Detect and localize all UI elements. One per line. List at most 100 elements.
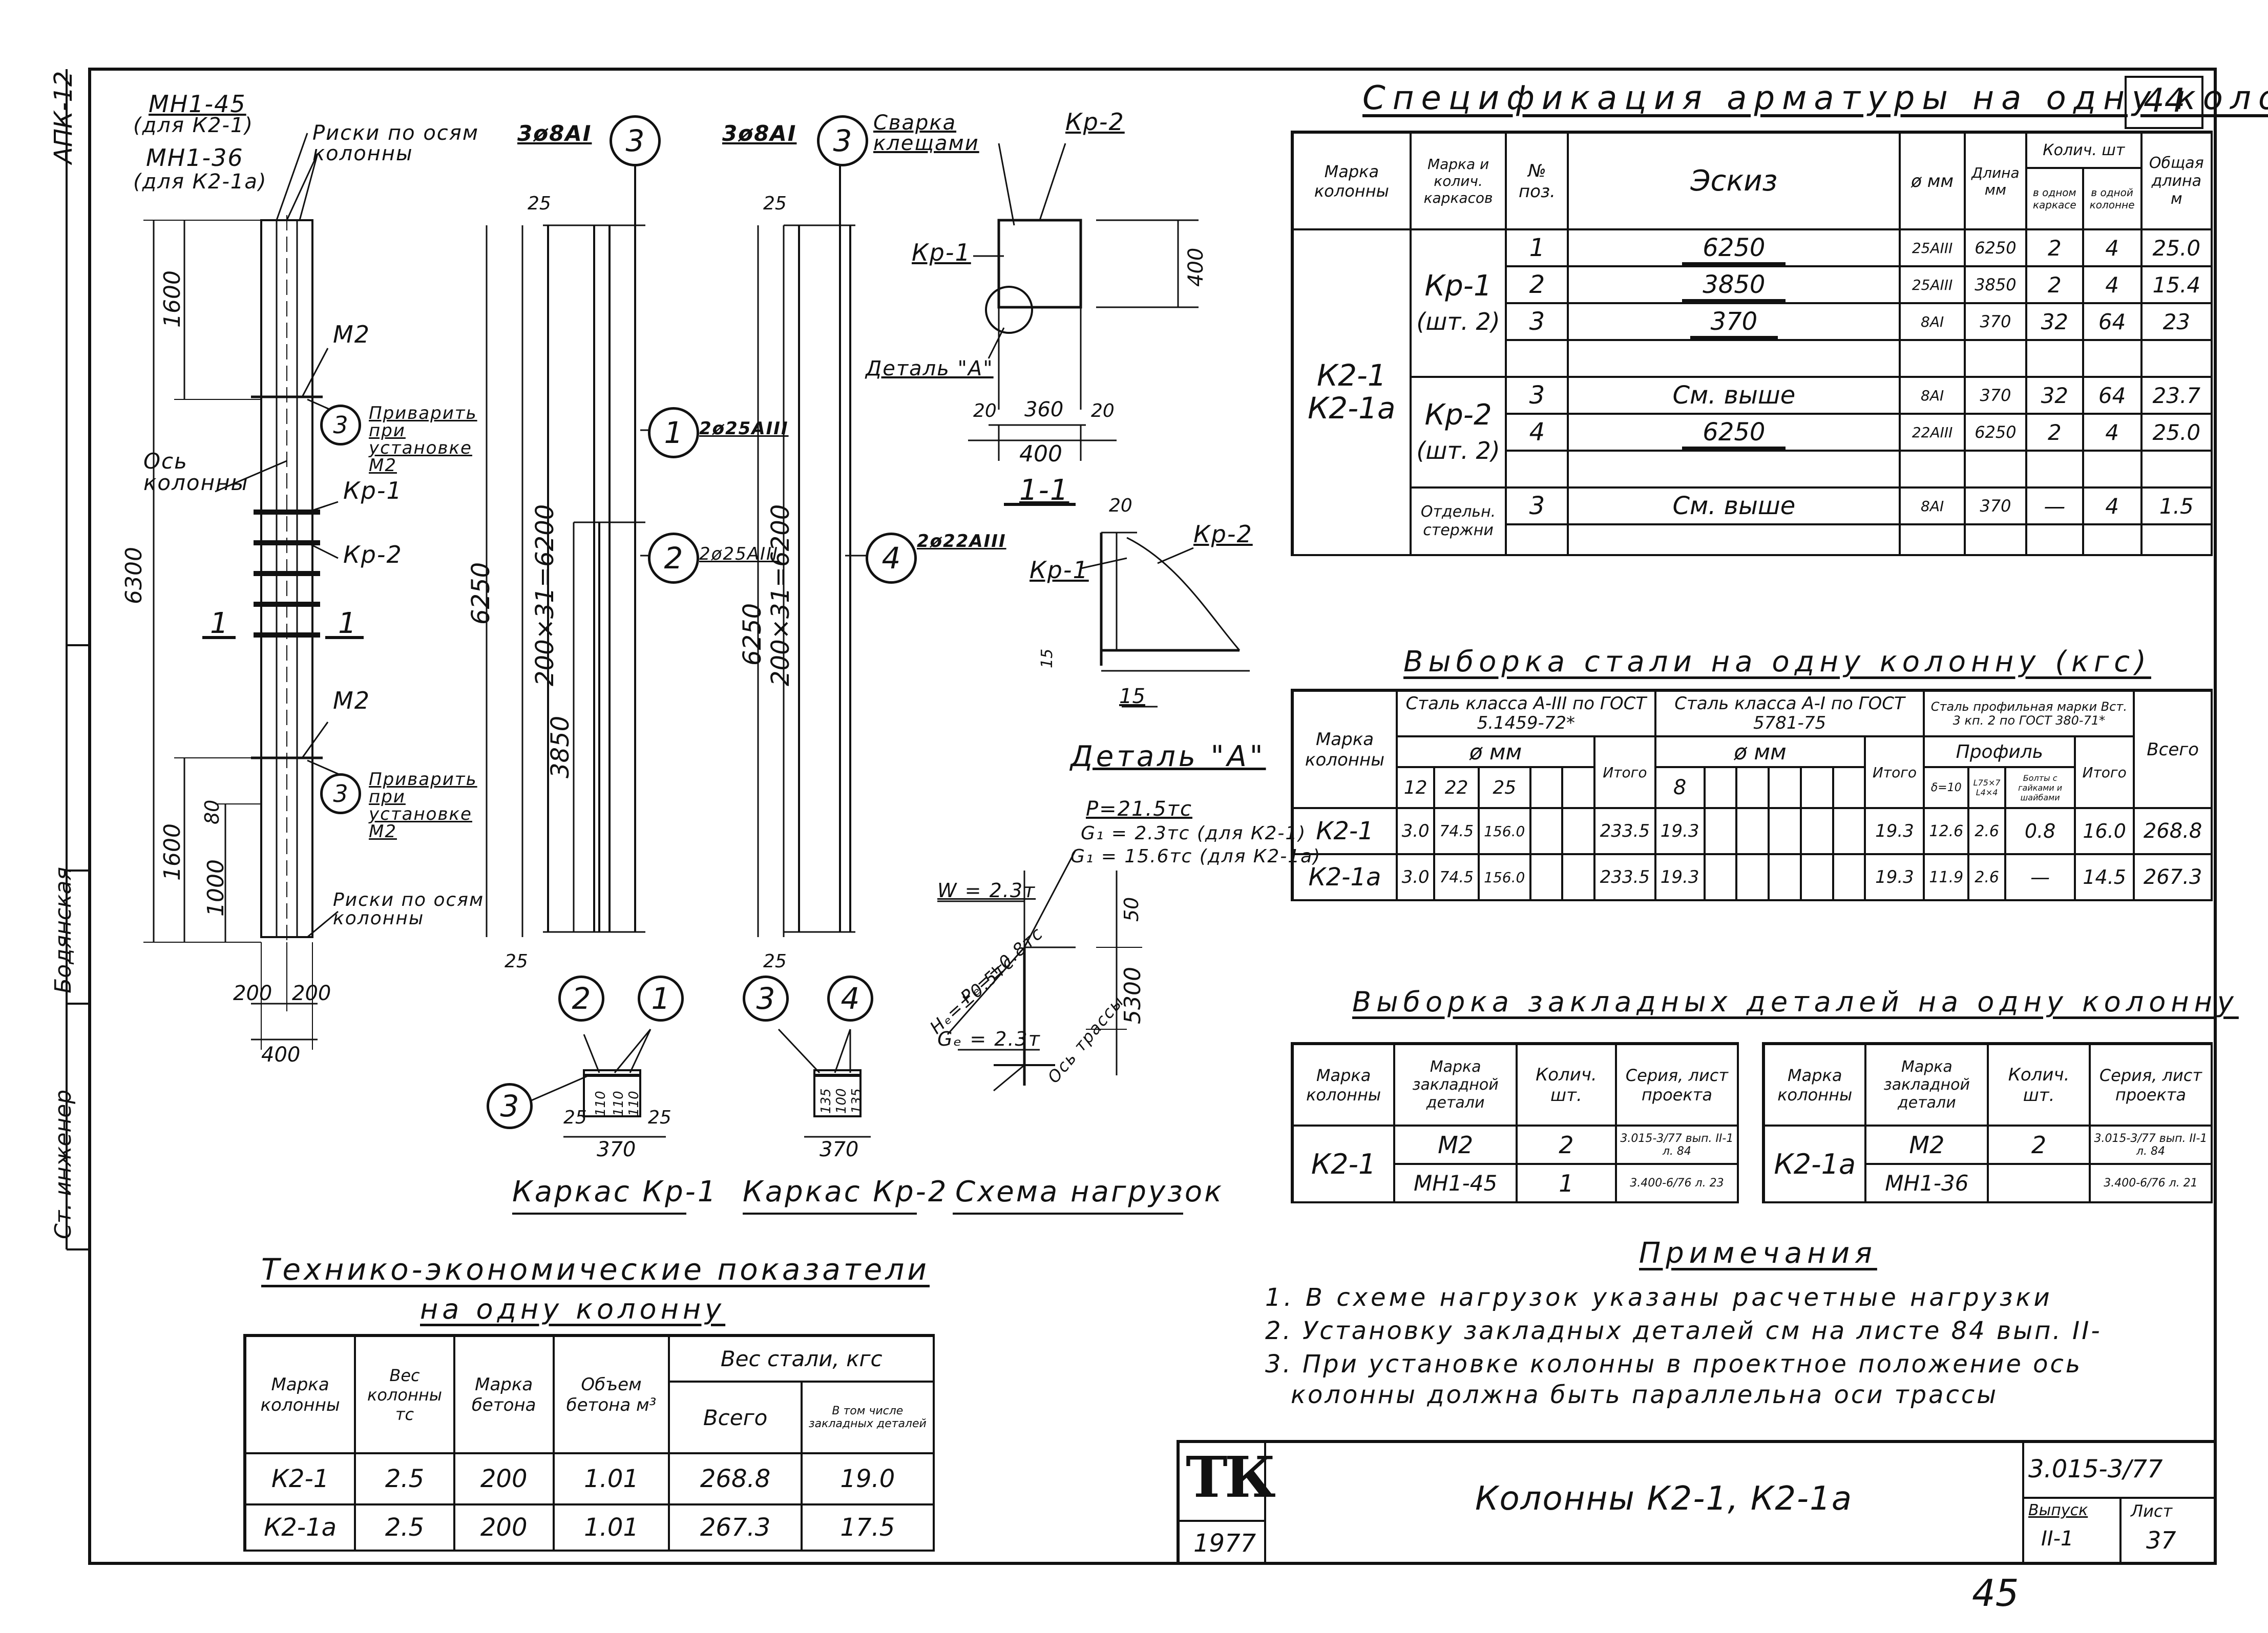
label-axis: Ось колонны <box>143 449 249 495</box>
load-ge: Gₑ = 2.3т <box>937 1028 1041 1050</box>
spec-table: Марка колонны Марка и колич. каркасов № … <box>1291 131 2213 556</box>
sec11-dim-360: 360 <box>1024 398 1064 421</box>
kr2-sec-callout-4: 4 <box>827 975 873 1022</box>
kr1-sec-dim-2: 110 <box>611 1091 626 1116</box>
spec-h-pos: № поз. <box>1505 131 1569 230</box>
spec-r1-pos: 2 <box>1505 265 1569 304</box>
spec-r2-total: 23 <box>2140 302 2213 341</box>
steel-h-a1-3 <box>1768 766 1802 809</box>
spec-r0-total: 25.0 <box>2140 228 2213 267</box>
spec-r3-pos <box>1505 339 1569 378</box>
steel-h-a3-4 <box>1561 766 1596 809</box>
dim-400: 400 <box>261 1043 301 1067</box>
steel-h-a3-0: 12 <box>1395 766 1436 809</box>
steel-r0-a1-4 <box>1799 807 1834 855</box>
steel-r1-a1-5 <box>1832 853 1866 901</box>
teo-r0-embedded: 19.0 <box>800 1452 935 1505</box>
spec-r6-len <box>1963 450 2028 489</box>
spec-r2-dia: 8АI <box>1899 302 1966 341</box>
side-role: Ст. инженер <box>50 1089 76 1239</box>
steel-r1-a1-4 <box>1799 853 1834 901</box>
embedded-table-right: Марка колонны Марка закладной детали Кол… <box>1762 1042 2213 1203</box>
steel-r1-a1-2 <box>1735 853 1770 901</box>
label-mn1-36-for: (для К2-1а) <box>133 170 267 194</box>
kr1-sec-callout-3: 3 <box>487 1083 533 1129</box>
spec-r4-dia: 8АI <box>1899 376 1966 415</box>
sec11-kr1-label: Кр-1 <box>912 239 971 266</box>
load-dim-50: 50 <box>1120 897 1143 922</box>
spec-mark-k21: К2-1 <box>1316 358 1387 393</box>
sec11-detail-label: Деталь "А" <box>866 357 994 380</box>
emb-r-h3: Серия, лист проекта <box>2088 1043 2213 1127</box>
spec-r0-len: 6250 <box>1963 228 2028 267</box>
side-name: Бодянская <box>50 867 76 993</box>
steel-h-prof-1: L75×7 L4×4 <box>1967 766 2007 809</box>
steel-h-itogo-prof: Итого <box>2074 735 2135 809</box>
detail-a <box>1080 532 1250 708</box>
emb-r-h1: Марка закладной детали <box>1864 1043 1989 1127</box>
teo-r1-concrete: 200 <box>453 1503 555 1552</box>
emb-r-h2: Колич. шт. <box>1987 1043 2091 1127</box>
emb-l-r0-qty: 2 <box>1516 1125 1617 1165</box>
spec-r4-frame: 32 <box>2025 376 2084 415</box>
spec-r7-dia: 8АI <box>1899 486 1966 525</box>
note-1: 1. В схеме нагрузок указаны расчетные на… <box>1265 1283 2053 1312</box>
spec-h-sketch: Эскиз <box>1567 131 1901 230</box>
sec11-weld-label: Сварка клещами <box>873 111 979 155</box>
kr1-caption: Каркас Кр-1 <box>512 1175 718 1208</box>
kr1-bar2-label: 2ø25АIII <box>699 544 779 564</box>
spec-r5-sketch: 6250 <box>1567 413 1901 452</box>
kr2-dim-6250: 6250 <box>738 603 767 666</box>
teo-r0-mark: К2-1 <box>243 1452 356 1505</box>
kr2-caption: Каркас Кр-2 <box>743 1175 949 1208</box>
spec-r1-frame: 2 <box>2025 265 2084 304</box>
steel-h-a1-5 <box>1832 766 1866 809</box>
emb-r-r0-qty: 2 <box>1987 1125 2091 1165</box>
spec-r7-col: 4 <box>2082 486 2143 525</box>
kr1-dim-25-bottom: 25 <box>505 951 528 972</box>
steel-r1-a3-3 <box>1529 853 1564 901</box>
steel-r0-a1-2 <box>1735 807 1770 855</box>
spec-r7-sketch: См. выше <box>1567 486 1901 525</box>
emb-l-r1-qty: 1 <box>1516 1163 1617 1203</box>
steel-r1-a1-3 <box>1768 853 1802 901</box>
label-riski-top: Риски по осям колонны <box>312 121 479 165</box>
sec11-kr2-label: Кр-2 <box>1065 108 1125 136</box>
spec-group-kr2: Кр-2(шт. 2) <box>1409 376 1507 489</box>
kr1-dim-3850: 3850 <box>546 715 575 778</box>
column-elevation <box>143 133 364 1050</box>
steel-table: Марка колонны Сталь класса А-III по ГОСТ… <box>1291 689 2213 901</box>
steel-r1-a1-1 <box>1703 853 1738 901</box>
steel-r1-a3-2: 156.0 <box>1477 853 1531 901</box>
steel-r0-a1-5 <box>1832 807 1866 855</box>
spec-r3-frame <box>2025 339 2084 378</box>
dim-1600-top: 1600 <box>159 270 185 328</box>
detail-kr2-label: Кр-2 <box>1193 520 1253 548</box>
steel-r1-total: 267.3 <box>2133 853 2213 901</box>
steel-h-a1: Сталь класса А-I по ГОСТ 5781-75 <box>1654 689 1925 737</box>
spec-r3-sketch <box>1567 339 1901 378</box>
steel-h-itogo-a3: Итого <box>1593 735 1656 809</box>
kr2-sec-width: 370 <box>820 1138 859 1161</box>
kr1-dim-200x31: 200×31=6200 <box>531 504 559 686</box>
dim-80: 80 <box>201 799 223 824</box>
spec-r6-col <box>2082 450 2143 489</box>
top-sheet-number: 44 <box>2144 82 2186 120</box>
teo-r1-volume: 1.01 <box>552 1503 670 1552</box>
steel-r1-prof-1: 2.6 <box>1967 853 2007 901</box>
spec-r8-col <box>2082 523 2143 556</box>
spec-r6-total <box>2140 450 2213 489</box>
spec-h-frames: Марка и колич. каркасов <box>1409 131 1507 230</box>
sec11-dim-20b: 20 <box>1091 400 1115 421</box>
dim-6300: 6300 <box>121 547 147 604</box>
kr1-dim-6250: 6250 <box>467 562 495 625</box>
kr1-callout-2: 2 <box>648 533 699 584</box>
steel-r0-a1-0: 19.3 <box>1654 807 1706 855</box>
kr2-callout-3: 3 <box>817 115 868 166</box>
emb-l-r1-detail: МН1-45 <box>1393 1163 1518 1203</box>
spec-r0-pos: 1 <box>1505 228 1569 267</box>
teo-h-weight: Вес колонны тс <box>354 1334 455 1454</box>
teo-r0-weight: 2.5 <box>354 1452 455 1505</box>
emb-l-h2: Колич. шт. <box>1516 1043 1617 1127</box>
